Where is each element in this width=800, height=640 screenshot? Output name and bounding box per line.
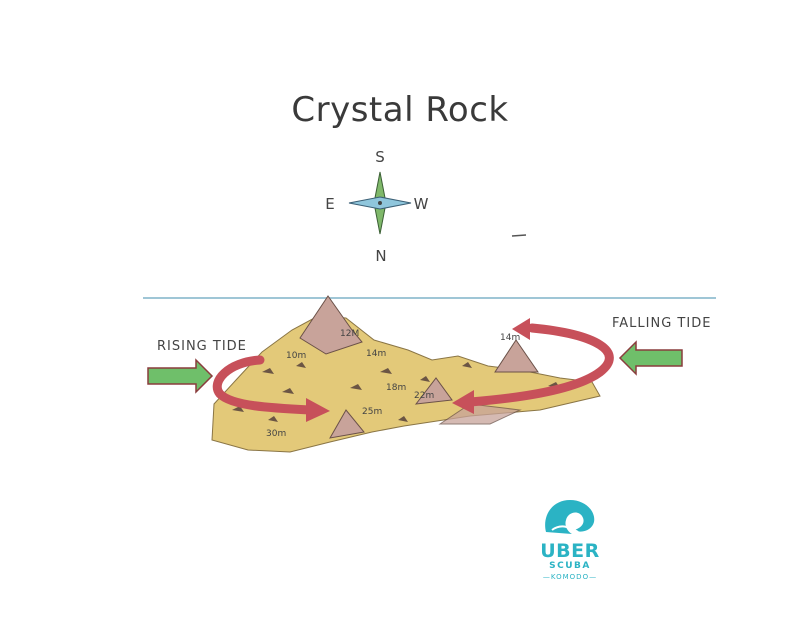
compass-rose: S E W N [325,148,428,265]
falling-tide-label: FALLING TIDE [612,316,711,331]
depth-label-22m: 22m [414,391,434,401]
uber-scuba-logo: UBER SCUBA —KOMODO— [538,494,602,594]
logo-line-komodo: —KOMODO— [542,573,598,581]
map-title: Crystal Rock [291,90,509,130]
depth-label-12m: 12M [340,329,359,339]
rising-tide-label: RISING TIDE [157,339,247,354]
rising-tide-arrow-red [212,355,315,415]
falling-tide-arrow-red [465,323,614,407]
wave-logo-icon [545,500,595,534]
depth-label-25m: 25m [362,407,382,417]
compass-west-label: W [414,195,429,213]
falling-tide-arrow-green [618,340,683,376]
compass-south-label: S [375,148,385,166]
depth-label-18m: 18m [386,383,406,393]
depth-label-10m: 10m [286,351,306,361]
falling-tide-arrows [452,318,683,414]
rising-tide-arrows [147,355,330,422]
rising-tide-arrow-green [147,358,214,394]
compass-north-label: N [375,247,386,265]
logo-line-scuba: SCUBA [549,561,591,571]
logo-line-uber: UBER [540,540,600,562]
depth-label-14m: 14m [366,349,386,359]
compass-east-label: E [325,195,334,213]
depth-label-30m: 30m [266,429,286,439]
depth-label-14m-east: 14m [500,333,520,343]
